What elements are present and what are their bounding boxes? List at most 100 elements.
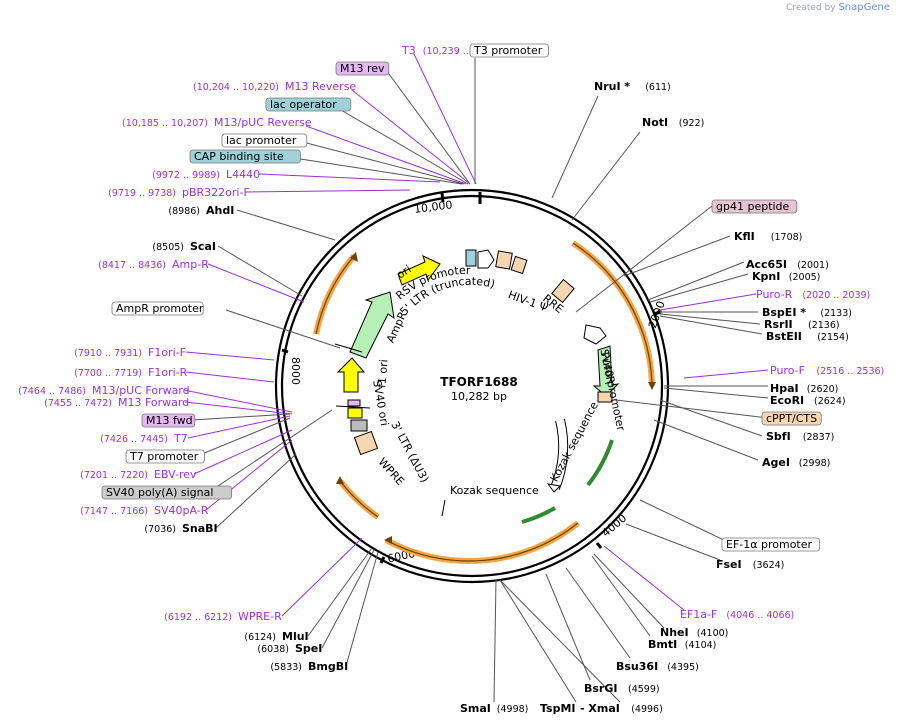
coord-F1oriR: (7700 .. 7719) xyxy=(74,368,142,379)
label-T3prom[interactable]: T3 promoter xyxy=(469,43,549,58)
label-WPRER[interactable]: (6192 .. 6212) WPRE-R xyxy=(164,610,282,623)
label-M13rev[interactable]: M13 rev xyxy=(335,61,390,76)
label-TspMI[interactable]: TspMI xyxy=(540,702,576,715)
label-AmpR-p[interactable]: (8417 .. 8436)Amp-R xyxy=(98,258,209,271)
label-NotI[interactable]: NotI(922) xyxy=(642,116,704,129)
name-AmpR-p: Amp-R xyxy=(172,258,209,271)
orange-arc-arrowheads xyxy=(336,252,656,544)
label-gp41[interactable]: gp41 peptide xyxy=(711,199,798,214)
coord-PuroR: (2020 .. 2039) xyxy=(802,290,870,301)
label-CAP[interactable]: CAP binding site xyxy=(189,149,301,164)
plasmid-name: TFORF1688 xyxy=(440,375,517,389)
label-lacprom[interactable]: lac promoter xyxy=(221,133,308,148)
label-SpeI[interactable]: (6038)SpeI xyxy=(257,642,322,655)
leader-Acc65I xyxy=(647,261,745,301)
coord-Bsu36I: (4395) xyxy=(667,662,699,673)
name-WPRER: WPRE-R xyxy=(238,610,282,623)
label-BmtI[interactable]: BmtI(4104) xyxy=(648,638,716,651)
leader-pBR322 xyxy=(244,189,411,193)
leader-AhdI xyxy=(236,209,336,241)
label-EF1aprom[interactable]: EF-1α promoter xyxy=(721,537,820,552)
label-KpnI[interactable]: KpnI (2005) xyxy=(752,270,820,283)
label-AmpRprom[interactable]: AmpR promoter xyxy=(111,301,204,316)
label-HpaI[interactable]: HpaI(2620) xyxy=(770,382,838,395)
leader-PuroF xyxy=(683,369,769,379)
label-EBVrev[interactable]: (7201 .. 7220)EBV-rev xyxy=(80,468,197,481)
label-PuroR[interactable]: Puro-R(2020 .. 2039) xyxy=(756,288,870,301)
f1ori-label: f1 ori xyxy=(375,359,390,389)
name-F1oriF: F1ori-F xyxy=(148,346,186,359)
label-M13fwd[interactable]: M13 fwd xyxy=(141,413,196,428)
label-BmgBI[interactable]: (5833)BmgBI xyxy=(270,660,348,673)
coord-M13pUCfwd: (7464 .. 7486) xyxy=(18,386,86,397)
ampr-arrow xyxy=(349,291,395,359)
coord-NotI: (922) xyxy=(679,118,705,129)
label-BsrGI[interactable]: BsrGI(4599) xyxy=(584,682,660,695)
label-BspEI[interactable]: BspEI *(2133) xyxy=(762,306,852,319)
coord-MluI: (6124) xyxy=(244,632,276,643)
name-L4440: L4440 xyxy=(226,168,260,181)
label-NruI[interactable]: NruI *(611) xyxy=(594,80,671,93)
coord-EBVrev: (7201 .. 7220) xyxy=(80,470,148,481)
name-KflI: KflI xyxy=(734,230,755,243)
leader-EF1aprom xyxy=(639,499,729,543)
name-AgeI: AgeI xyxy=(762,456,790,469)
label-pBR322[interactable]: (9719 .. 9738)pBR322ori-F xyxy=(108,186,250,199)
label-NheI[interactable]: NheI(4100) xyxy=(660,626,728,639)
label-FseI[interactable]: FseI(3624) xyxy=(716,558,784,571)
label-KflI[interactable]: KflI(1708) xyxy=(734,230,802,243)
coord-PuroF: (2516 .. 2536) xyxy=(816,366,884,377)
label-XmaI[interactable]: - XmaI(4996) xyxy=(580,702,663,715)
label-F1oriF[interactable]: (7910 .. 7931)F1ori-F xyxy=(74,346,186,359)
name-M13pUCrev: M13/pUC Reverse xyxy=(214,116,312,129)
label-SnaBI[interactable]: (7036)SnaBI xyxy=(144,522,217,535)
label-T7[interactable]: (7426 .. 7445)T7 xyxy=(100,432,188,445)
label-L4440[interactable]: (9972 .. 9989)L4440 xyxy=(152,168,260,181)
label-Bsu36I[interactable]: Bsu36I(4395) xyxy=(616,660,699,673)
coord-NruI: (611) xyxy=(645,82,671,93)
label-AhdI[interactable]: (8986)AhdI xyxy=(168,204,234,217)
name-NheI: NheI xyxy=(660,626,689,639)
label-AgeI[interactable]: AgeI(2998) xyxy=(762,456,830,469)
leader-Bsu36I xyxy=(565,567,631,659)
label-EF1aF[interactable]: EF1a-F(4046 .. 4066) xyxy=(680,608,794,621)
label-SV40polyA[interactable]: SV40 poly(A) signal xyxy=(101,485,233,500)
label-T7prom[interactable]: T7 promoter xyxy=(125,449,205,464)
label-SmaI[interactable]: SmaI(4998) xyxy=(460,702,528,715)
leader-M13Reverse xyxy=(351,89,471,185)
name-KpnI: KpnI xyxy=(752,270,780,283)
label-M13pUCrev[interactable]: (10,185 .. 10,207)M13/pUC Reverse xyxy=(122,116,312,129)
label-BstEII[interactable]: BstEII(2154) xyxy=(766,330,849,343)
leader-L4440 xyxy=(258,173,441,183)
leader-ScaI xyxy=(217,245,303,297)
label-ScaI[interactable]: (8505)ScaI xyxy=(152,240,216,253)
label-SV40pAR[interactable]: (7147 .. 7166)SV40pA-R xyxy=(80,504,209,517)
coord-SV40pAR: (7147 .. 7166) xyxy=(80,506,148,517)
name-SpeI: SpeI xyxy=(295,642,322,655)
leader-SmaI xyxy=(493,579,497,703)
coord-M13Forward: (7455 .. 7472) xyxy=(44,398,112,409)
label-SbfI[interactable]: SbfI(2837) xyxy=(766,430,834,443)
coord-KpnI: (2005) xyxy=(789,272,821,283)
label-Acc65I[interactable]: Acc65I(2001) xyxy=(746,258,829,271)
label-MluI[interactable]: (6124)MluI xyxy=(244,630,308,643)
label-lacop[interactable]: lac operator xyxy=(265,97,352,112)
box-gp41 xyxy=(711,199,798,214)
coord-WPRER: (6192 .. 6212) xyxy=(164,612,232,623)
box-AmpRprom xyxy=(111,301,204,316)
label-M13pUCfwd[interactable]: (7464 .. 7486)M13/pUC Forward xyxy=(18,384,190,397)
green-arc-1 xyxy=(586,439,614,487)
label-EcoRI[interactable]: EcoRI(2624) xyxy=(770,394,846,407)
label-PuroF[interactable]: Puro-F(2516 .. 2536) xyxy=(770,364,884,377)
coord-T7: (7426 .. 7445) xyxy=(100,434,168,445)
label-M13Reverse[interactable]: (10,204 .. 10,220)M13 Reverse xyxy=(193,80,356,93)
sv40-ori-box xyxy=(347,407,363,419)
rre-box-2 xyxy=(551,278,575,304)
label-cPPT[interactable]: cPPT/CTS xyxy=(761,411,822,426)
label-RsrII[interactable]: RsrII(2136) xyxy=(764,318,840,331)
label-T3[interactable]: T3(10,239 .. 10,259) xyxy=(401,44,509,57)
leader-T3 xyxy=(413,53,477,185)
label-F1oriR[interactable]: (7700 .. 7719)F1ori-R xyxy=(74,366,187,379)
label-M13Forward[interactable]: (7455 .. 7472)M13 Forward xyxy=(44,396,189,409)
